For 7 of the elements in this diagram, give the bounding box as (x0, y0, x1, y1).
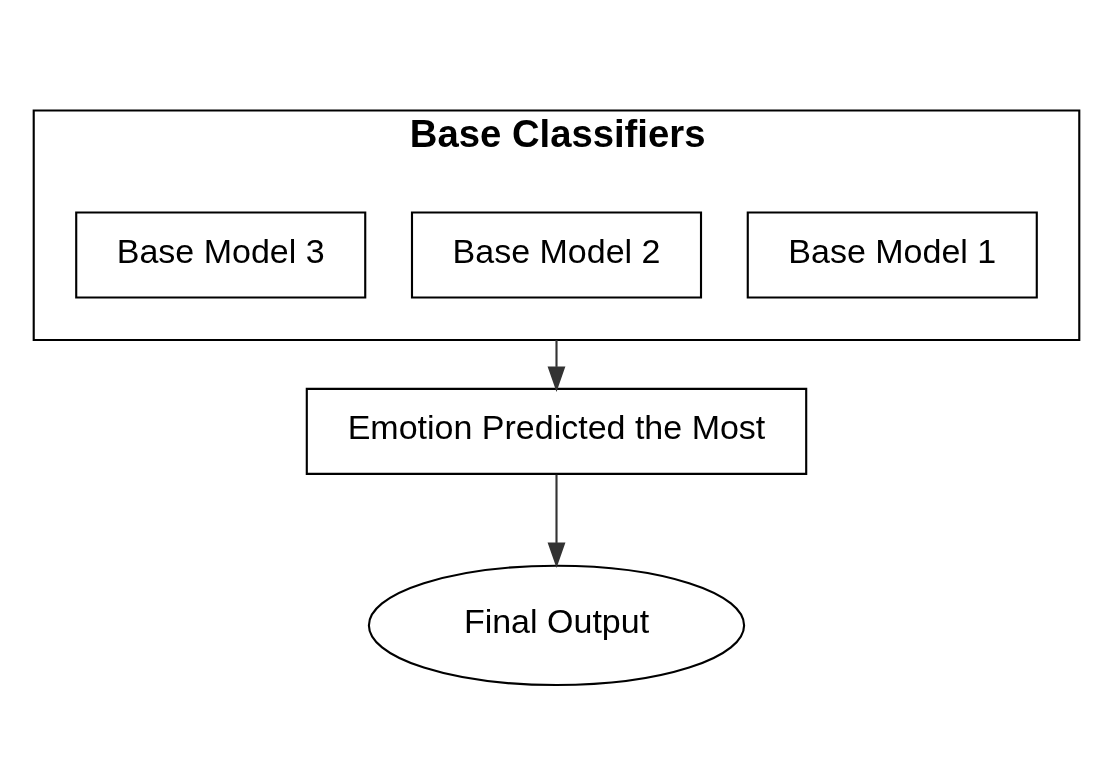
arrow (547, 339, 566, 392)
node-box: Emotion Predicted the Most (305, 387, 808, 475)
arrow (547, 474, 566, 568)
node-ellipse: Final Output (367, 564, 746, 686)
node-box: Base Model 1 (746, 210, 1038, 299)
node-box: Base Model 2 (410, 210, 703, 299)
node-box: Base Model 3 (75, 210, 367, 299)
